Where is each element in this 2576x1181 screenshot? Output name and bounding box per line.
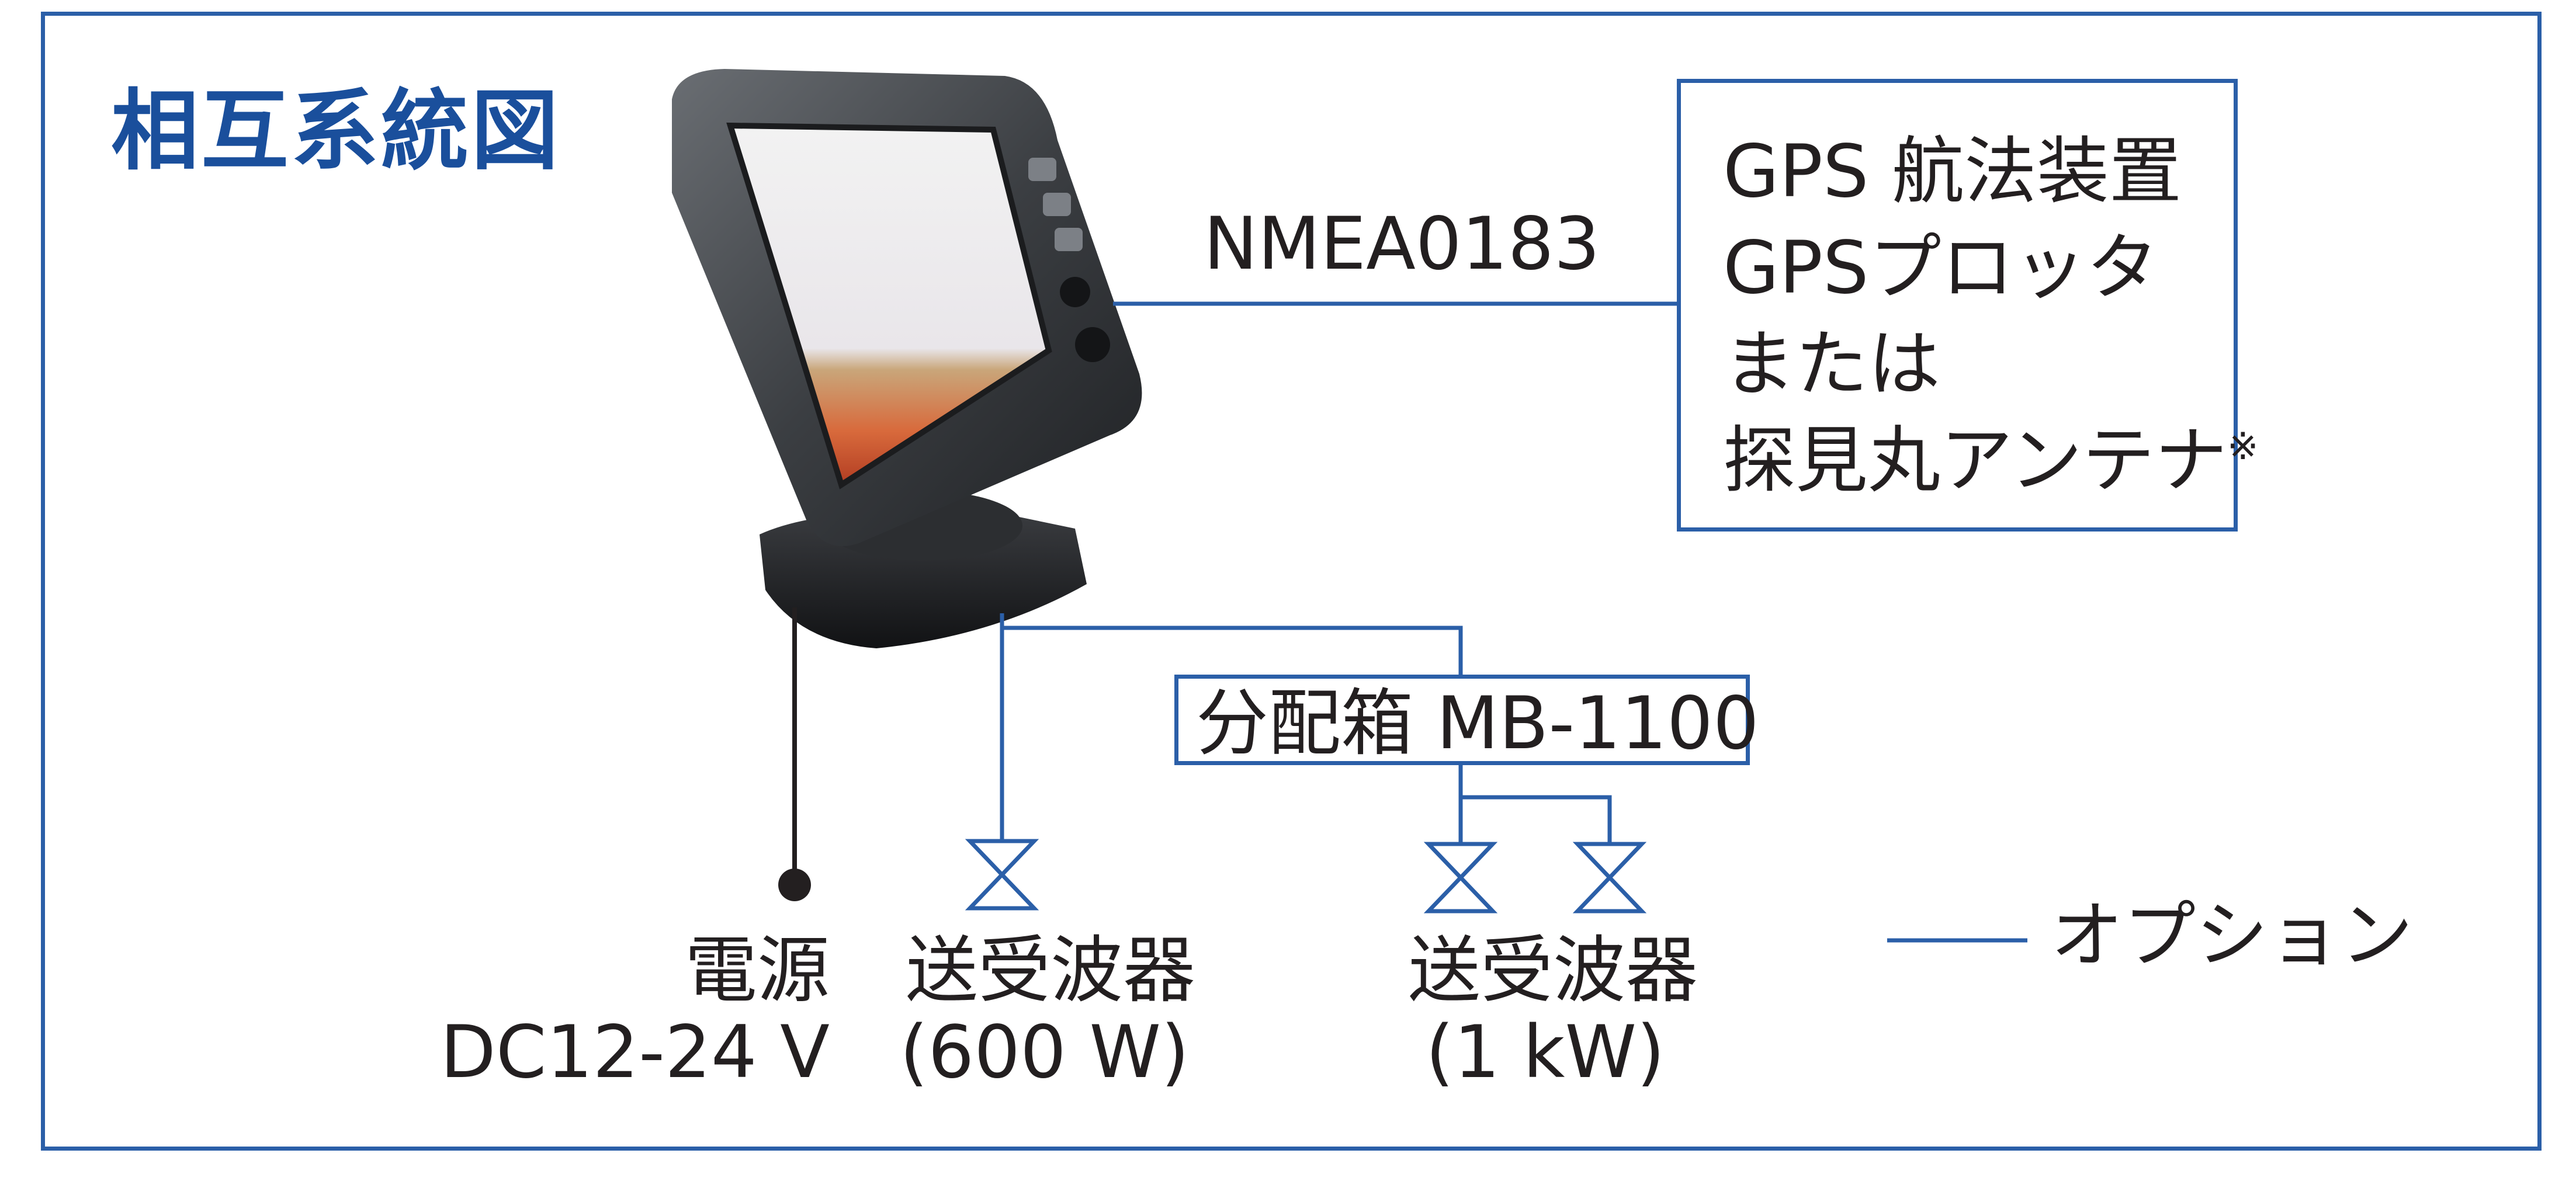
transducer-1kw-label: 送受波器 — [1408, 929, 1698, 1013]
gps-device-box: GPS 航法装置 GPSプロッタ または 探見丸アンテナ※ — [1677, 79, 2259, 532]
gps-line-4: 探見丸アンテナ※ — [1723, 425, 2259, 497]
transducer-1kw-b-icon — [1572, 842, 1647, 913]
transducer-1kw-a-icon — [1423, 842, 1498, 913]
junction-box: 分配箱 MB-1100 — [1174, 675, 1759, 765]
gps-line-1: GPS 航法装置 — [1723, 130, 2182, 214]
legend-label: オプション — [2051, 894, 2414, 978]
diagram-title: 相互系統図 — [111, 81, 561, 182]
transducer-600w-label: 送受波器 — [906, 929, 1196, 1013]
gps-line-2: GPSプロッタ — [1723, 226, 2159, 310]
note-mark: ※ — [2227, 425, 2259, 468]
nmea-label: NMEA0183 — [1204, 202, 1600, 286]
transducer-600w-icon — [965, 839, 1039, 911]
gps-line-3: または — [1723, 322, 1941, 407]
power-label: 電源 — [684, 929, 830, 1013]
transducer-600w-spec: (600 W) — [900, 1010, 1190, 1095]
power-spec: DC12-24 V — [440, 1010, 830, 1095]
diagram-frame — [41, 12, 2542, 1151]
antenna-label: 探見丸アンテナ — [1723, 419, 2228, 503]
fish-finder-unit — [672, 69, 1142, 648]
junction-box-label: 分配箱 MB-1100 — [1196, 682, 1759, 766]
transducer-1kw-spec: (1 kW) — [1426, 1010, 1665, 1095]
